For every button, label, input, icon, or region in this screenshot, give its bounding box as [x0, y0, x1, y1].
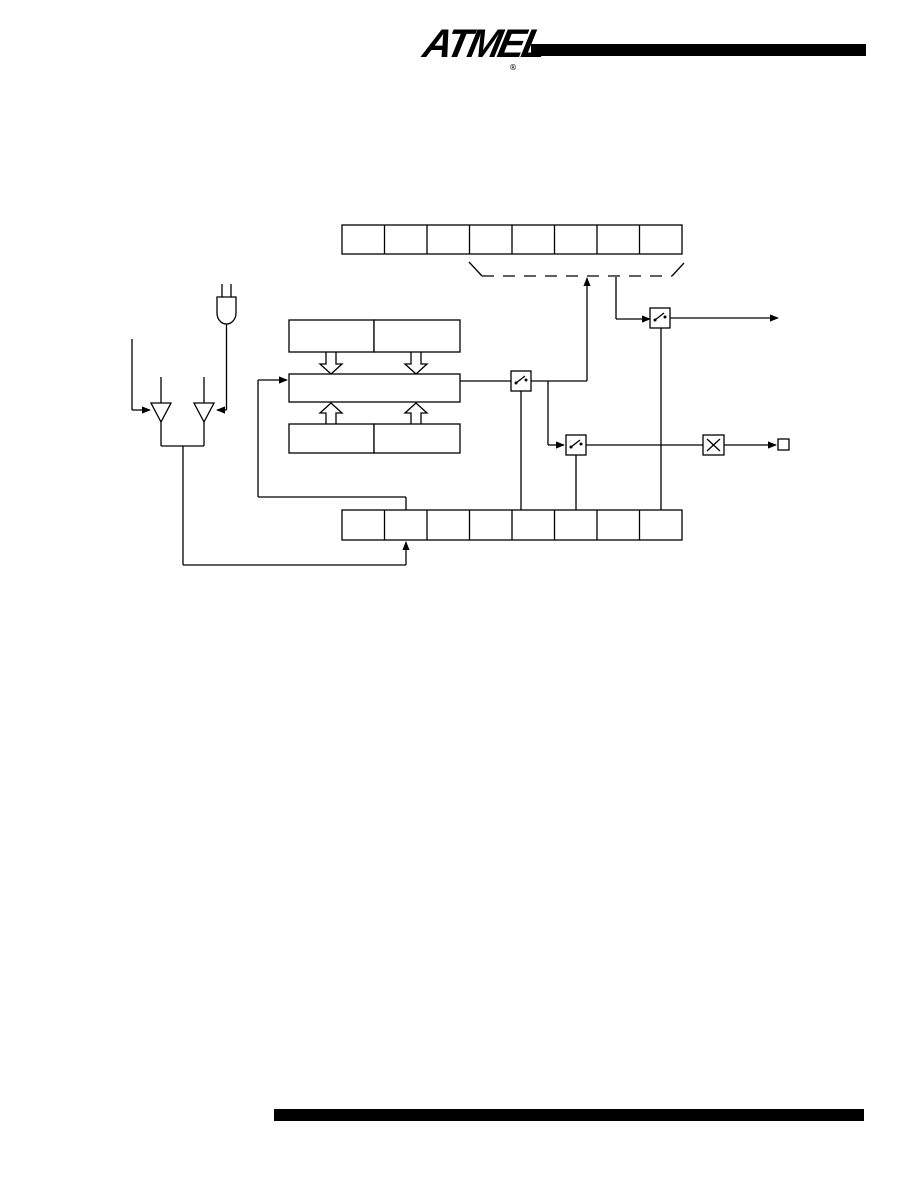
lower-register [341, 509, 683, 541]
central-block [288, 373, 461, 403]
triangle-buffer-icon [149, 402, 173, 424]
lower-control-blocks [288, 423, 461, 454]
header-bar [531, 44, 866, 56]
and-gate-icon [216, 284, 237, 325]
registered-mark: ® [509, 63, 517, 72]
footer-bar [274, 1109, 864, 1121]
pin-square-icon [777, 438, 790, 451]
triangle-buffer-icon [192, 402, 216, 424]
switch-icon [649, 307, 671, 329]
upper-register [341, 224, 683, 255]
bit-select-bracket [468, 261, 685, 381]
down-arrow-icon [318, 352, 344, 375]
up-arrow-icon [318, 402, 344, 424]
down-arrow-icon [403, 352, 429, 375]
upper-control-blocks [288, 319, 461, 353]
up-arrow-icon [403, 402, 429, 424]
switch-icon [565, 434, 587, 456]
x-box-icon [702, 434, 725, 456]
switch-icon [510, 370, 532, 392]
